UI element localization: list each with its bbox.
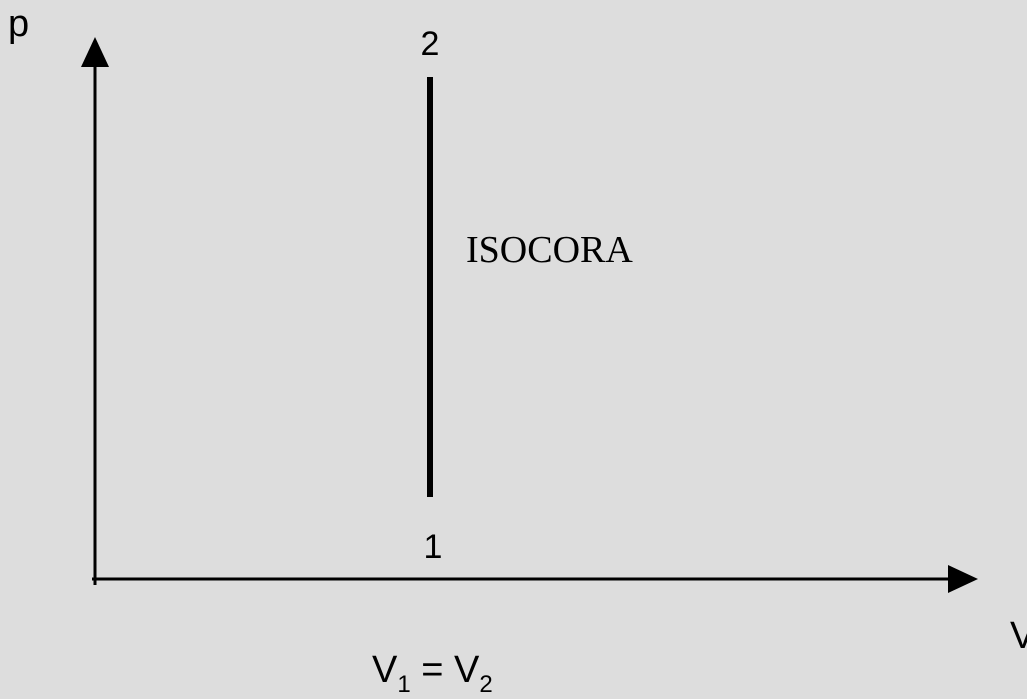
point-2-label: 2 bbox=[421, 25, 440, 63]
equation-left-subscript: 1 bbox=[397, 671, 410, 698]
point-1-label: 1 bbox=[424, 528, 443, 566]
equation-left-symbol: V bbox=[372, 649, 398, 691]
equation-right-symbol: V bbox=[454, 649, 480, 691]
y-axis-arrowhead bbox=[81, 37, 109, 67]
equation-right-subscript: 2 bbox=[479, 671, 492, 698]
equation: V1 = V2 bbox=[372, 649, 493, 698]
x-axis-arrowhead bbox=[948, 565, 978, 593]
x-axis-label: V bbox=[1010, 615, 1027, 657]
y-axis-label: p bbox=[8, 3, 29, 45]
equation-operator: = bbox=[411, 649, 454, 691]
process-label: ISOCORA bbox=[466, 229, 633, 271]
